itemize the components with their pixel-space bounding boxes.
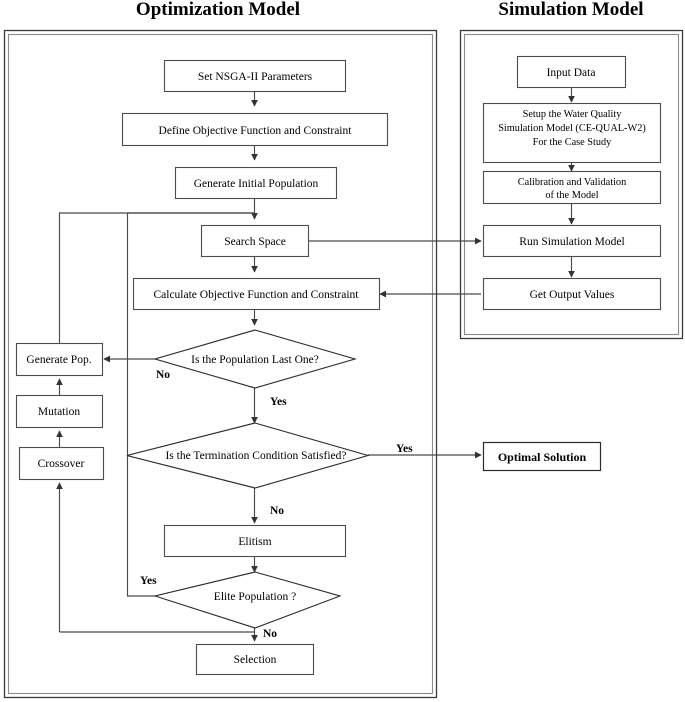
node-setup-water-quality-model-line3: For the Case Study <box>533 137 613 148</box>
optimization-model-title: Optimization Model <box>136 0 300 20</box>
node-calibration-and-validation-line1: Calibration and Validation <box>518 177 626 188</box>
node-define-objective-function-label: Define Objective Function and Constraint <box>159 125 353 137</box>
node-is-termination-condition-satisfied[interactable]: Is the Termination Condition Satisfied? <box>126 422 370 489</box>
simulation-model-title: Simulation Model <box>498 0 643 20</box>
node-generate-pop-label: Generate Pop. <box>26 354 91 366</box>
edge-label-population-last-yes: Yes <box>270 396 287 408</box>
node-calibration-and-validation-line2: of the Model <box>545 190 598 201</box>
node-generate-initial-population-label: Generate Initial Population <box>194 178 319 190</box>
node-input-data-label: Input Data <box>547 67 596 79</box>
node-is-population-last-one[interactable]: Is the Population Last One? <box>153 329 357 389</box>
node-optimal-solution[interactable]: Optimal Solution <box>482 441 602 472</box>
node-selection-label: Selection <box>234 654 277 666</box>
node-search-space-label: Search Space <box>224 236 286 248</box>
node-search-space[interactable]: Search Space <box>200 224 310 258</box>
node-setup-water-quality-model-line2: Simulation Model (CE-QUAL-W2) <box>498 123 646 134</box>
optimization-panel-frame <box>3 29 438 699</box>
edge-label-population-last-no: No <box>156 369 170 381</box>
node-setup-water-quality-model-line1: Setup the Water Quality <box>523 109 623 120</box>
simulation-panel-frame <box>459 29 684 340</box>
edge-label-elite-no: No <box>263 628 277 640</box>
node-get-output-values[interactable]: Get Output Values <box>482 277 662 311</box>
node-generate-initial-population[interactable]: Generate Initial Population <box>174 166 338 200</box>
node-get-output-values-label: Get Output Values <box>530 289 615 301</box>
node-elite-population[interactable]: Elite Population ? <box>152 571 342 629</box>
node-crossover-label: Crossover <box>38 458 85 470</box>
edge-label-termination-no: No <box>270 505 284 517</box>
node-calculate-objective-function-label: Calculate Objective Function and Constra… <box>153 289 359 301</box>
node-run-simulation-model[interactable]: Run Simulation Model <box>482 224 662 258</box>
node-calibration-and-validation[interactable]: Calibration and Validation of the Model <box>482 170 662 205</box>
node-elite-population-label: Elite Population ? <box>214 591 296 603</box>
node-mutation-label: Mutation <box>38 406 80 418</box>
node-is-population-last-one-label: Is the Population Last One? <box>191 354 319 366</box>
node-selection[interactable]: Selection <box>195 643 315 676</box>
node-define-objective-function[interactable]: Define Objective Function and Constraint <box>121 112 389 147</box>
node-setup-water-quality-model[interactable]: Setup the Water Quality Simulation Model… <box>482 102 662 164</box>
optimization-edges <box>56 91 482 642</box>
edge-label-elite-yes: Yes <box>140 575 157 587</box>
node-calculate-objective-function[interactable]: Calculate Objective Function and Constra… <box>132 277 381 311</box>
node-optimal-solution-label: Optimal Solution <box>498 450 587 464</box>
node-run-simulation-model-label: Run Simulation Model <box>519 236 624 248</box>
node-generate-pop[interactable]: Generate Pop. <box>15 342 104 377</box>
node-mutation[interactable]: Mutation <box>15 394 104 429</box>
node-input-data[interactable]: Input Data <box>516 55 627 89</box>
node-set-nsga-parameters-label: Set NSGA-II Parameters <box>198 71 313 83</box>
node-set-nsga-parameters[interactable]: Set NSGA-II Parameters <box>163 59 347 93</box>
node-crossover[interactable]: Crossover <box>18 446 105 481</box>
node-elitism[interactable]: Elitism <box>163 524 347 558</box>
edge-label-termination-yes: Yes <box>396 443 413 455</box>
node-is-termination-condition-satisfied-label: Is the Termination Condition Satisfied? <box>165 450 346 462</box>
node-elitism-label: Elitism <box>238 536 271 548</box>
